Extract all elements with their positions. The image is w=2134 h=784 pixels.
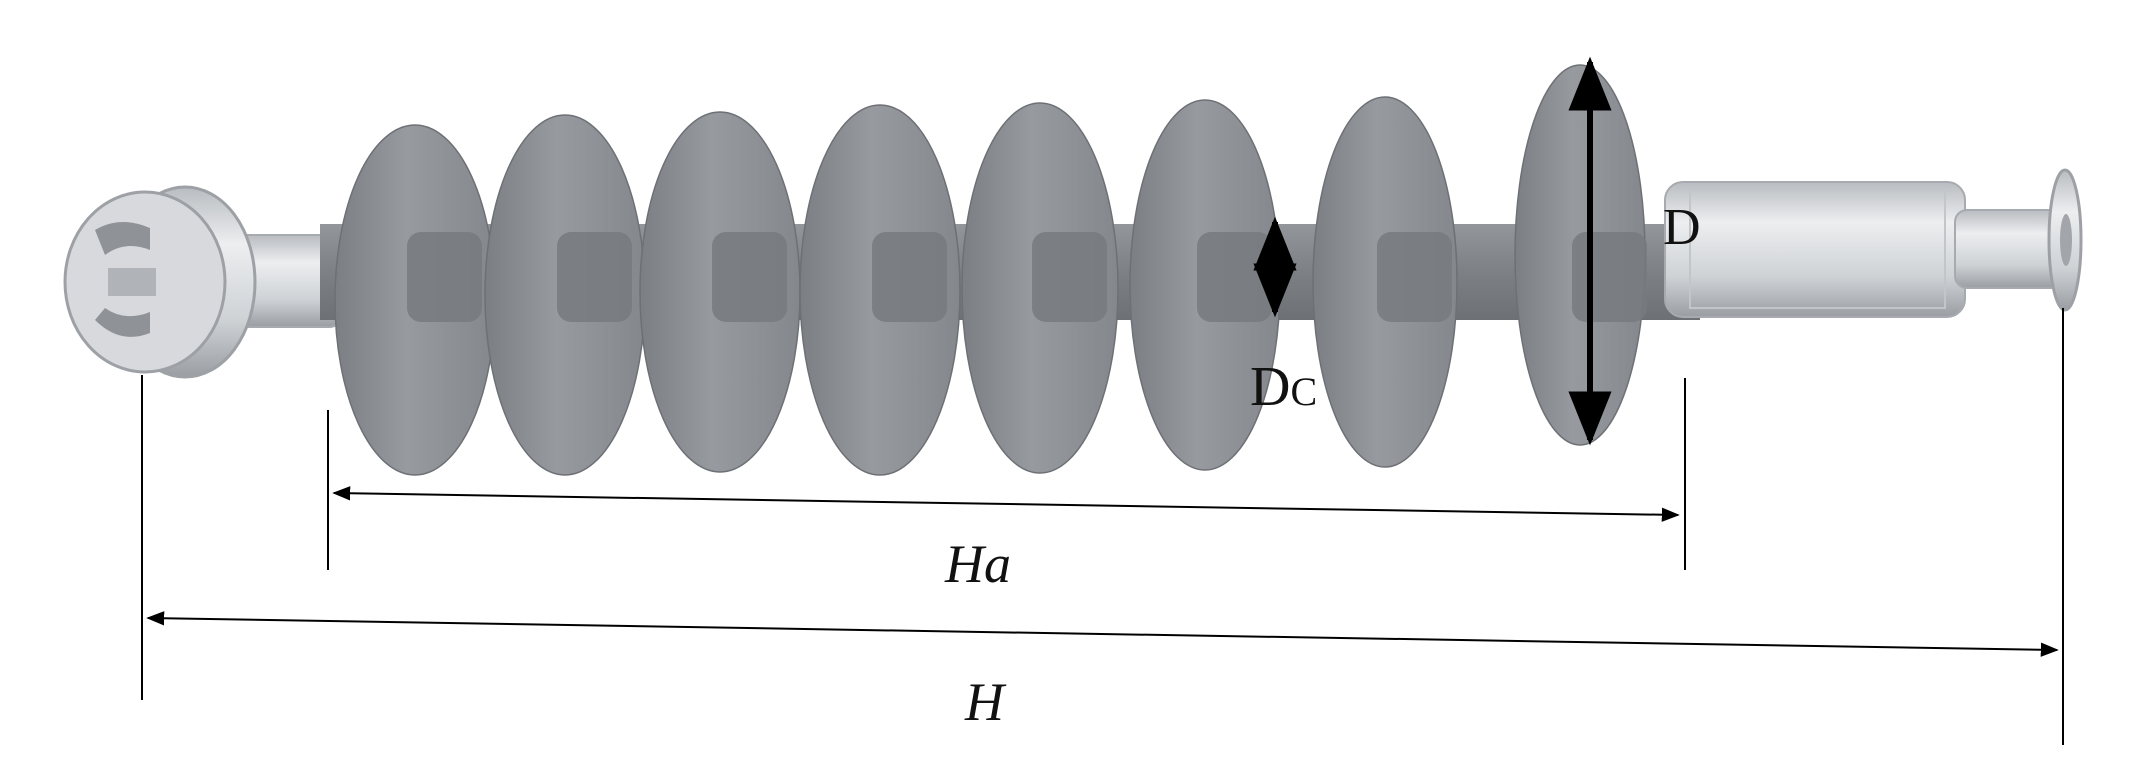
dc-label: DC <box>1250 356 1317 418</box>
shed-1 <box>334 124 496 476</box>
shed-7 <box>1312 96 1458 468</box>
shed-5 <box>961 102 1119 474</box>
right-end-fitting <box>1664 168 2083 318</box>
shed-3 <box>639 111 801 473</box>
ha-dimension-arrow <box>332 486 1680 522</box>
ha-label: Ha <box>944 534 1011 594</box>
shed-2 <box>484 114 646 476</box>
shed-6 <box>1129 99 1281 471</box>
h-dimension-arrow <box>146 611 2059 657</box>
shed-8 <box>1514 64 1647 446</box>
d-label: D <box>1663 199 1701 256</box>
h-label: H <box>964 672 1007 732</box>
shed-4 <box>799 104 961 476</box>
left-end-fitting <box>63 185 341 379</box>
sheds-group <box>334 64 1647 476</box>
